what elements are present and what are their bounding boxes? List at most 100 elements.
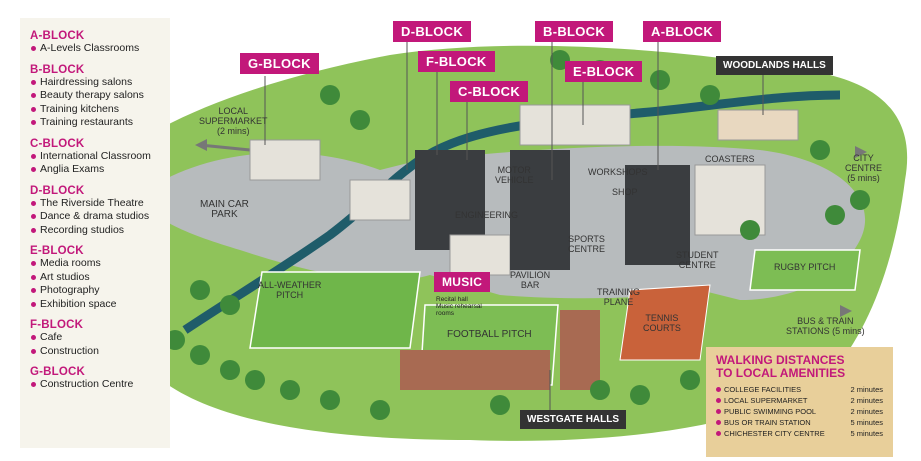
bus-train-line1: BUS & TRAIN xyxy=(797,316,854,326)
woodlands-halls-building xyxy=(717,109,799,141)
legend-item: International Classroom xyxy=(30,150,170,164)
motor-vehicle-text: MOTOR VEHICLE xyxy=(495,165,534,185)
legend-item: Construction xyxy=(30,345,170,359)
woodlands-halls-label[interactable]: WOODLANDS HALLS xyxy=(716,56,833,75)
g-block-building xyxy=(249,139,321,181)
music-building xyxy=(449,234,511,276)
walking-row-time: 5 minutes xyxy=(850,418,883,427)
all-weather-line2: PITCH xyxy=(276,290,304,300)
rugby-pitch xyxy=(749,249,861,291)
leader-lines xyxy=(264,42,764,410)
sports-centre-text: SPORTS CENTRE xyxy=(568,234,605,254)
city-centre-line1: CITY xyxy=(853,153,874,163)
bus-train-line2: STATIONS (5 mins) xyxy=(786,326,865,336)
walking-row-time: 2 minutes xyxy=(850,396,883,405)
all-weather-pitch xyxy=(249,271,421,349)
d-block-label[interactable]: D-BLOCK xyxy=(393,21,472,42)
g-block-label[interactable]: G-BLOCK xyxy=(240,53,319,74)
c-block-label[interactable]: C-BLOCK xyxy=(450,81,529,102)
training-plane-text: TRAINING PLANE xyxy=(597,287,640,307)
arrow-icon xyxy=(195,139,207,151)
pavilion-bar-text: PAVILION BAR xyxy=(510,270,550,290)
workshops-text: WORKSHOPS xyxy=(588,167,648,177)
all-weather-pitch-text: ALL-WEATHER PITCH xyxy=(258,280,321,300)
legend-item: Photography xyxy=(30,284,170,298)
music-sub-3: rooms xyxy=(436,310,455,317)
student-centre-text: STUDENT CENTRE xyxy=(676,250,719,270)
walking-row-name: COLLEGE FACILITIES xyxy=(716,384,801,395)
legend-item: Anglia Exams xyxy=(30,163,170,177)
football-pitch-text: FOOTBALL PITCH xyxy=(447,329,532,340)
legend-item: Training kitchens xyxy=(30,103,170,117)
main-car-park-line1: MAIN CAR xyxy=(200,199,249,210)
b-block-label[interactable]: B-BLOCK xyxy=(535,21,614,42)
road-arrow-supermarket xyxy=(199,143,251,152)
legend-item: The Riverside Theatre xyxy=(30,197,170,211)
coasters-text: COASTERS xyxy=(705,154,755,164)
pavilion-bar-line2: BAR xyxy=(520,280,540,290)
walking-row-name: PUBLIC SWIMMING POOL xyxy=(716,406,816,417)
walking-row-time: 5 minutes xyxy=(850,429,883,438)
legend-block-title: F-BLOCK xyxy=(30,319,84,331)
music-sub-1: Recital hall xyxy=(436,296,468,303)
local-supermarket-line1: LOCAL xyxy=(218,106,249,116)
motor-vehicle-line2: VEHICLE xyxy=(495,175,534,185)
student-centre-line2: CENTRE xyxy=(678,260,716,270)
legend-item: Art studios xyxy=(30,271,170,285)
tennis-courts-line1: TENNIS xyxy=(645,313,679,323)
walking-title-1: WALKING DISTANCES xyxy=(716,353,845,367)
legend-block-title: B-BLOCK xyxy=(30,63,85,76)
legend-item: Exhibition space xyxy=(30,298,170,312)
city-centre-line2: CENTRE xyxy=(845,163,883,173)
walking-row: COLLEGE FACILITIES 2 minutes xyxy=(716,384,883,395)
local-supermarket-line3: (2 mins) xyxy=(217,126,250,136)
walking-title-2: TO LOCAL AMENITIES xyxy=(716,366,846,380)
arrow-icon xyxy=(840,305,852,317)
westgate-halls-label[interactable]: WESTGATE HALLS xyxy=(520,410,627,429)
a-block-label[interactable]: A-BLOCK xyxy=(643,21,722,42)
d-block-building xyxy=(349,179,411,221)
tennis-courts-line2: COURTS xyxy=(643,323,681,333)
walking-row-time: 2 minutes xyxy=(850,385,883,394)
legend-block-title: A-BLOCK xyxy=(30,30,85,42)
walking-distances-panel: WALKING DISTANCES TO LOCAL AMENITIES COL… xyxy=(706,347,893,457)
a-block-building xyxy=(625,165,690,265)
legend-item: Beauty therapy salons xyxy=(30,89,170,103)
legend-item: A-Levels Classrooms xyxy=(30,42,170,56)
tennis-courts-text: TENNIS COURTS xyxy=(643,313,681,333)
sports-centre-line1: SPORTS xyxy=(568,234,605,244)
rugby-pitch-text: RUGBY PITCH xyxy=(774,262,836,272)
bus-train-text: BUS & TRAIN STATIONS (5 mins) xyxy=(786,316,865,336)
main-car-park-line2: PARK xyxy=(211,209,238,220)
local-supermarket-line2: SUPERMARKET xyxy=(199,116,268,126)
f-block-label[interactable]: F-BLOCK xyxy=(418,51,495,72)
westgate-halls-wing xyxy=(560,310,600,390)
e-block-label[interactable]: E-BLOCK xyxy=(565,61,643,82)
westgate-halls-building xyxy=(400,350,550,390)
walking-row-time: 2 minutes xyxy=(850,407,883,416)
legend-item: Recording studios xyxy=(30,224,170,238)
student-centre-line1: STUDENT xyxy=(676,250,719,260)
arrow-icon xyxy=(855,146,867,158)
music-sub-2: Music rehearsal xyxy=(436,303,482,310)
sports-centre-building xyxy=(510,150,570,270)
legend-block-title: D-BLOCK xyxy=(30,184,85,197)
walking-row-name: LOCAL SUPERMARKET xyxy=(716,395,808,406)
legend-item: Dance & drama studios xyxy=(30,210,170,224)
training-plane-line1: TRAINING xyxy=(597,287,641,297)
b-block-building xyxy=(519,104,631,146)
motor-vehicle-line1: MOTOR xyxy=(497,165,531,175)
engineering-text: ENGINEERING xyxy=(455,210,519,220)
music-label[interactable]: MUSIC xyxy=(434,272,491,292)
city-centre-text: CITY CENTRE (5 mins) xyxy=(845,153,882,183)
